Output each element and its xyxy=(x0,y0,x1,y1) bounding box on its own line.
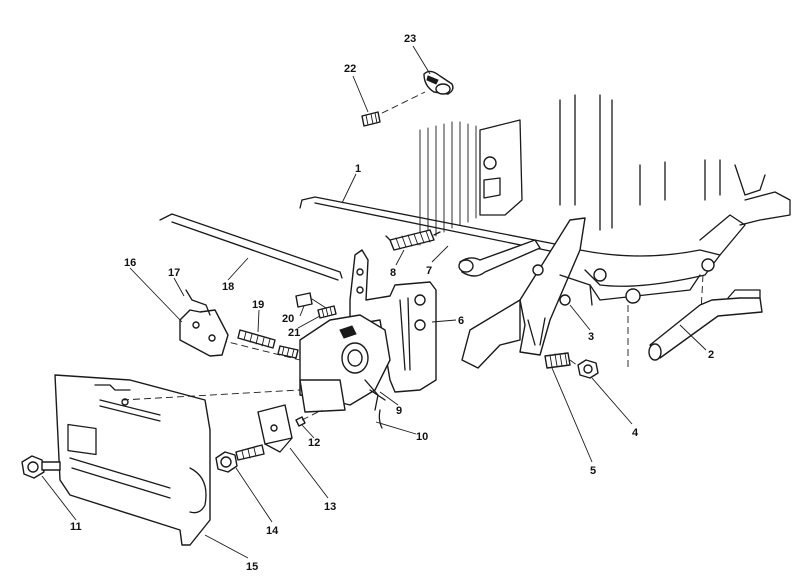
part-2-lever xyxy=(648,289,763,361)
callout-16: 16 xyxy=(124,257,136,269)
part-8-spring xyxy=(385,229,441,251)
callout-6: 6 xyxy=(458,315,464,327)
part-22-screw xyxy=(361,111,381,127)
callout-20: 20 xyxy=(282,313,294,325)
callout-13: 13 xyxy=(324,501,336,513)
part-1-rod xyxy=(299,196,561,253)
part-9-governor xyxy=(299,314,391,429)
part-12-screw xyxy=(295,409,323,427)
part-5-bolt xyxy=(544,352,571,369)
part-3-lever xyxy=(461,217,593,369)
part-7-link xyxy=(458,239,541,277)
engine-boss xyxy=(483,156,497,170)
part-13-bracket xyxy=(257,404,293,453)
part-19-screw xyxy=(219,329,301,361)
callout-3: 3 xyxy=(588,331,594,343)
engine-block xyxy=(419,94,791,370)
leader-lines xyxy=(41,45,707,559)
callout-1: 1 xyxy=(355,163,361,175)
callout-2: 2 xyxy=(708,349,714,361)
part-17-plate xyxy=(179,289,229,357)
callout-22: 22 xyxy=(344,63,356,75)
part-21-spring xyxy=(317,305,337,319)
callout-9: 9 xyxy=(396,405,402,417)
callout-14: 14 xyxy=(266,525,279,537)
callout-4: 4 xyxy=(632,427,639,439)
callout-7: 7 xyxy=(426,265,432,277)
callout-12: 12 xyxy=(308,437,320,449)
callout-15: 15 xyxy=(246,561,258,573)
part-14-bolt xyxy=(215,444,265,473)
part-15-cover xyxy=(54,374,301,546)
callout-17: 17 xyxy=(168,267,180,279)
callout-21: 21 xyxy=(288,327,300,339)
callout-8: 8 xyxy=(390,267,396,279)
callout-11: 11 xyxy=(70,521,82,533)
callout-23: 23 xyxy=(404,33,416,45)
part-11-bolt xyxy=(21,455,61,479)
part-23-clip xyxy=(371,70,454,119)
callout-18: 18 xyxy=(222,281,234,293)
part-4-nut xyxy=(569,359,599,379)
part-20-screw xyxy=(295,292,327,309)
part-18-rod xyxy=(159,213,343,281)
callouts: 23 22 1 2 3 4 5 6 7 8 9 10 11 12 13 14 1… xyxy=(70,33,714,573)
callout-5: 5 xyxy=(590,465,596,477)
callout-19: 19 xyxy=(252,299,264,311)
callout-10: 10 xyxy=(416,431,428,443)
